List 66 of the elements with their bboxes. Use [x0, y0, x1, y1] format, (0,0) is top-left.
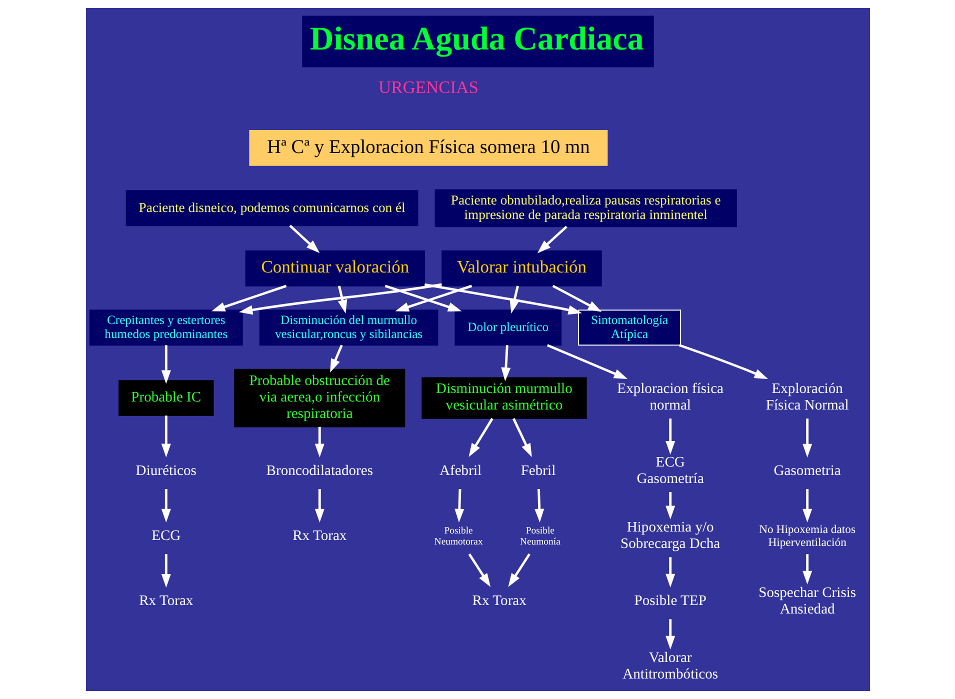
node-text: Rx Torax: [138, 593, 193, 610]
node-text: Gasometria: [773, 462, 840, 479]
node-box: Disminución murmullo vesicular asimétrico: [421, 377, 586, 419]
node-text: Diuréticos: [135, 462, 196, 479]
arrow: [678, 344, 768, 380]
arrow: [665, 418, 675, 455]
node-text: Exploracion física normal: [616, 381, 724, 414]
arrow: [534, 488, 544, 523]
node-box: Valorar intubación: [441, 250, 602, 286]
arrow: [665, 619, 675, 650]
node-text: Posible Neumotorax: [434, 526, 482, 548]
node-text: Febril: [520, 462, 556, 479]
node-text: Afebril: [438, 462, 482, 479]
arrow: [468, 553, 490, 588]
arrow: [160, 345, 170, 384]
node-box: Dolor pleurítico: [454, 310, 562, 346]
node-text: No Hipoxemia datos Hiperventilación: [758, 523, 856, 549]
node-text: Rx Torax: [292, 528, 346, 544]
node-text: Hipoxemia y/o Sobrecarga Dcha: [620, 520, 720, 552]
arrow: [500, 345, 510, 382]
arrow: [802, 418, 812, 458]
arrow: [160, 489, 170, 523]
node-box: Crepitantes y estertores humedos predominantes: [88, 310, 242, 346]
arrow: [384, 284, 462, 312]
arrow: [314, 426, 324, 458]
node-box: Paciente obnubilado,realiza pausas respiratorias e impresione de parada respiratoria inminentel: [434, 189, 736, 228]
node-box: Sintomatología Atípica: [578, 310, 681, 346]
arrow: [394, 284, 472, 312]
arrow: [454, 488, 464, 523]
arrow: [552, 284, 602, 312]
node-box: Probable IC: [118, 380, 214, 416]
arrow: [288, 224, 320, 254]
arrow: [546, 344, 628, 380]
node-text: Rx Torax: [472, 593, 526, 610]
arrow: [509, 286, 519, 314]
label: URGENCIAS: [378, 76, 478, 97]
arrow: [314, 489, 324, 523]
arrow: [468, 418, 493, 457]
node-box: Disminución del murmullo vesicular,roncus y sibilancias: [258, 310, 438, 346]
arrow: [802, 489, 812, 523]
node-text: Broncodilatadores: [266, 462, 373, 479]
arrow: [238, 283, 442, 315]
node-box: Paciente disneico, podemos comunicarnos con él: [125, 190, 418, 226]
arrow: [160, 416, 170, 458]
arrow: [508, 553, 530, 588]
arrow: [424, 283, 582, 315]
node-text: Exploración Física Normal: [765, 381, 848, 414]
arrow: [802, 554, 812, 584]
node-text: Sospechar Crisis Ansiedad: [758, 584, 856, 618]
node-box: Hª Cª y Exploracion Física somera 10 mn: [248, 130, 608, 166]
node-text: ECG: [151, 528, 180, 544]
arrow: [536, 226, 567, 254]
node-text: Valorar Antitrombóticos: [622, 650, 718, 682]
arrow: [160, 554, 170, 588]
node-text: Posible Neumonía: [519, 526, 560, 548]
node-box: Continuar valoración: [244, 250, 425, 286]
arrow: [512, 418, 532, 458]
node-text: ECG Gasometría: [636, 454, 704, 488]
arrow: [665, 492, 675, 520]
node-box: Probable obstrucción de via aerea,o infección respiratoria: [234, 368, 405, 428]
arrow: [210, 284, 286, 312]
arrow: [337, 286, 347, 314]
arrow: [665, 557, 675, 588]
node-text: Posible TEP: [634, 593, 706, 610]
diagram-title: Disnea Aguda Cardiaca: [309, 22, 644, 58]
arrow: [330, 344, 342, 373]
